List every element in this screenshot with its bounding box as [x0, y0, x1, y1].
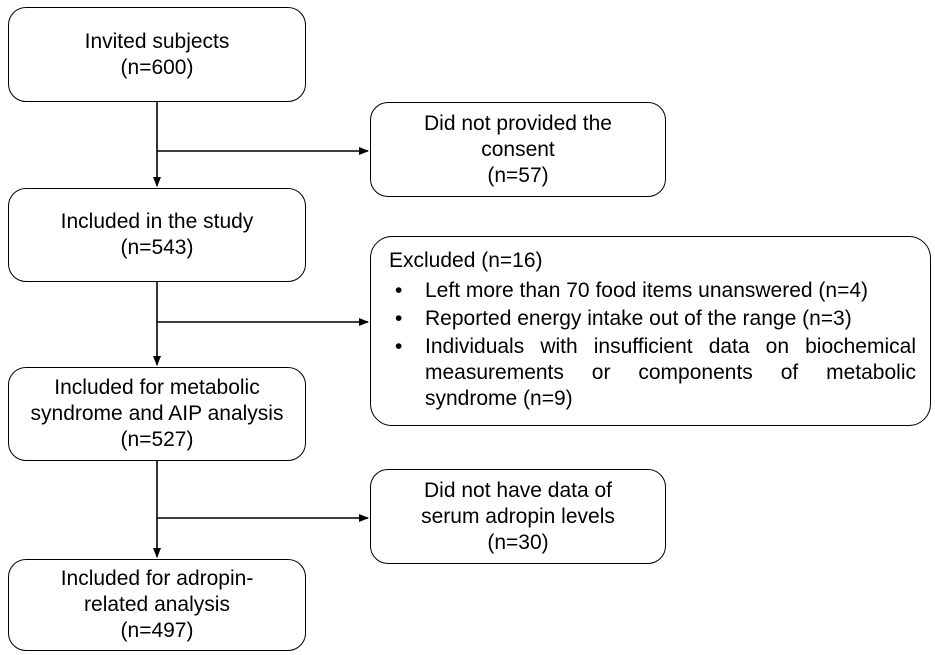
no-adropin-label-line1: Did not have data of [424, 478, 612, 502]
no-adropin-count: (n=30) [487, 530, 549, 554]
no-consent-label-line1: Did not provided the [424, 111, 612, 135]
no-consent-box: Did not provided the consent (n=57) [370, 102, 666, 197]
metabolic-label-line1: Included for metabolic [54, 376, 260, 399]
metabolic-count: (n=527) [120, 428, 194, 451]
invited-subjects-count: (n=600) [120, 55, 194, 79]
adropin-analysis-box: Included for adropin- related analysis (… [8, 559, 306, 651]
included-study-box: Included in the study (n=543) [8, 188, 306, 282]
adropin-count: (n=497) [120, 619, 194, 642]
included-study-label: Included in the study [60, 210, 254, 233]
no-adropin-label-line2: serum adropin levels [421, 504, 615, 528]
invited-subjects-label: Invited subjects [84, 29, 230, 53]
adropin-label-line1: Included for adropin- [60, 567, 254, 590]
excluded-item-energy: Reported energy intake out of the range … [389, 306, 916, 332]
excluded-title: Excluded (n=16) [389, 249, 543, 272]
excluded-box: Excluded (n=16) Left more than 70 food i… [370, 236, 931, 426]
adropin-label-line2: related analysis [84, 593, 230, 616]
no-consent-label-line2: consent [481, 137, 555, 161]
included-study-count: (n=543) [120, 236, 194, 259]
invited-subjects-box: Invited subjects (n=600) [8, 7, 306, 102]
metabolic-analysis-box: Included for metabolic syndrome and AIP … [8, 367, 306, 461]
excluded-item-unanswered: Left more than 70 food items unanswered … [389, 278, 916, 304]
no-consent-count: (n=57) [487, 163, 549, 187]
excluded-list: Left more than 70 food items unanswered … [389, 276, 916, 414]
no-adropin-data-box: Did not have data of serum adropin level… [370, 469, 666, 564]
excluded-item-insufficient-data: Individuals with insufficient data on bi… [389, 334, 916, 412]
metabolic-label-line2: syndrome and AIP analysis [30, 402, 284, 425]
